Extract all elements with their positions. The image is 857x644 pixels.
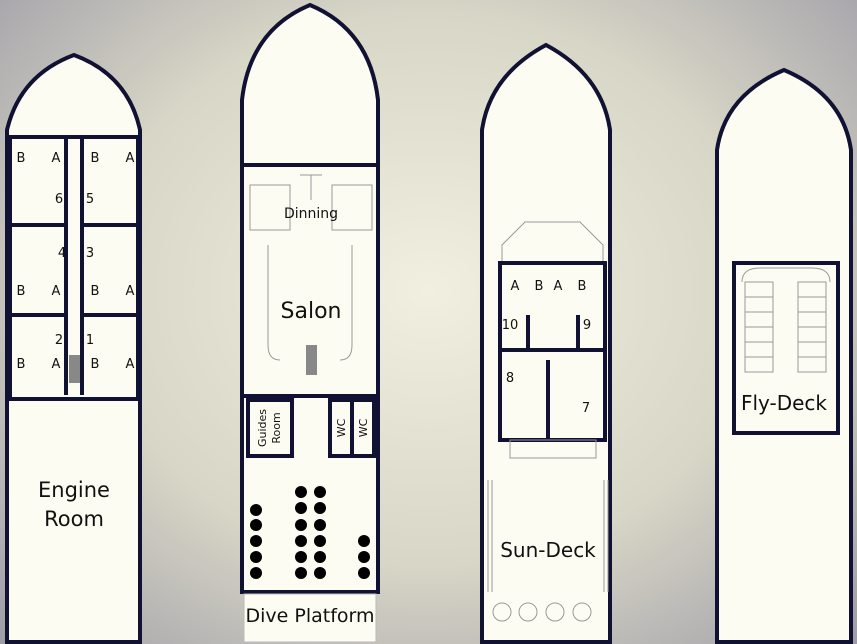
cabin-number: 9 [583,318,591,333]
dive-tank [314,551,326,563]
dive-tank [314,502,326,514]
guides-room-label: Guides [256,409,269,447]
guides-room-label: Room [270,412,283,443]
main-deck: B A B A 6 5 4 3 B A B A 2 1 B A B A Engi… [5,52,142,644]
stairs [69,355,80,383]
dive-tank [250,504,262,516]
bed-label: B [578,279,587,294]
bed-label: A [511,279,520,294]
dive-tank [295,486,307,498]
dive-tanks [250,486,370,579]
cabin-number: 8 [506,371,514,386]
dive-tank [358,551,370,563]
bed-label: B [535,279,544,294]
bed-label: B [91,151,100,166]
dining-label: Dinning [284,206,338,222]
dive-tank [295,551,307,563]
dive-tank [250,535,262,547]
bed-label: A [126,357,135,372]
fly-deck-label: Fly-Deck [741,391,827,415]
cabin-number: 6 [55,192,63,207]
top-deck: Fly-Deck [715,67,853,644]
cabin-number: 1 [86,333,94,348]
dive-tank [358,535,370,547]
salon-label: Salon [281,299,342,324]
wc-label: WC [335,418,348,437]
dive-tank [295,519,307,531]
dive-tank [295,535,307,547]
dive-tank [314,535,326,547]
bed-label: A [126,151,135,166]
stairs [306,345,317,375]
cabin-number: 4 [58,246,66,261]
bed-label: B [91,357,100,372]
wc-label: WC [357,418,370,437]
dive-tank [358,567,370,579]
dive-tank [314,519,326,531]
cabin-number: 2 [55,333,63,348]
cabin-number: 10 [502,318,519,333]
cabin-number: 3 [86,246,94,261]
cabin-number: 5 [86,192,94,207]
dive-tank [295,567,307,579]
salon-deck: Dinning Salon Guides Room WC WC Dive Pla… [240,2,380,643]
bed-label: A [52,151,61,166]
engine-room-label: Engine [38,478,110,502]
bed-label: A [52,284,61,299]
bed-label: B [91,284,100,299]
dive-tank [250,551,262,563]
dive-platform-label: Dive Platform [245,605,374,627]
engine-room-label: Room [44,507,104,531]
dive-tank [314,486,326,498]
dive-tank [295,502,307,514]
dive-tank [314,567,326,579]
sun-deck-label: Sun-Deck [500,538,596,562]
cabin-number: 7 [582,401,590,416]
dive-tank [250,567,262,579]
dive-tank [250,519,262,531]
bed-label: B [17,284,26,299]
bed-label: A [554,279,563,294]
bed-label: A [126,284,135,299]
upper-deck: A B A B 10 9 8 7 Sun-Deck [480,42,612,644]
bed-label: A [52,357,61,372]
bed-label: B [17,151,26,166]
bed-label: B [17,357,26,372]
